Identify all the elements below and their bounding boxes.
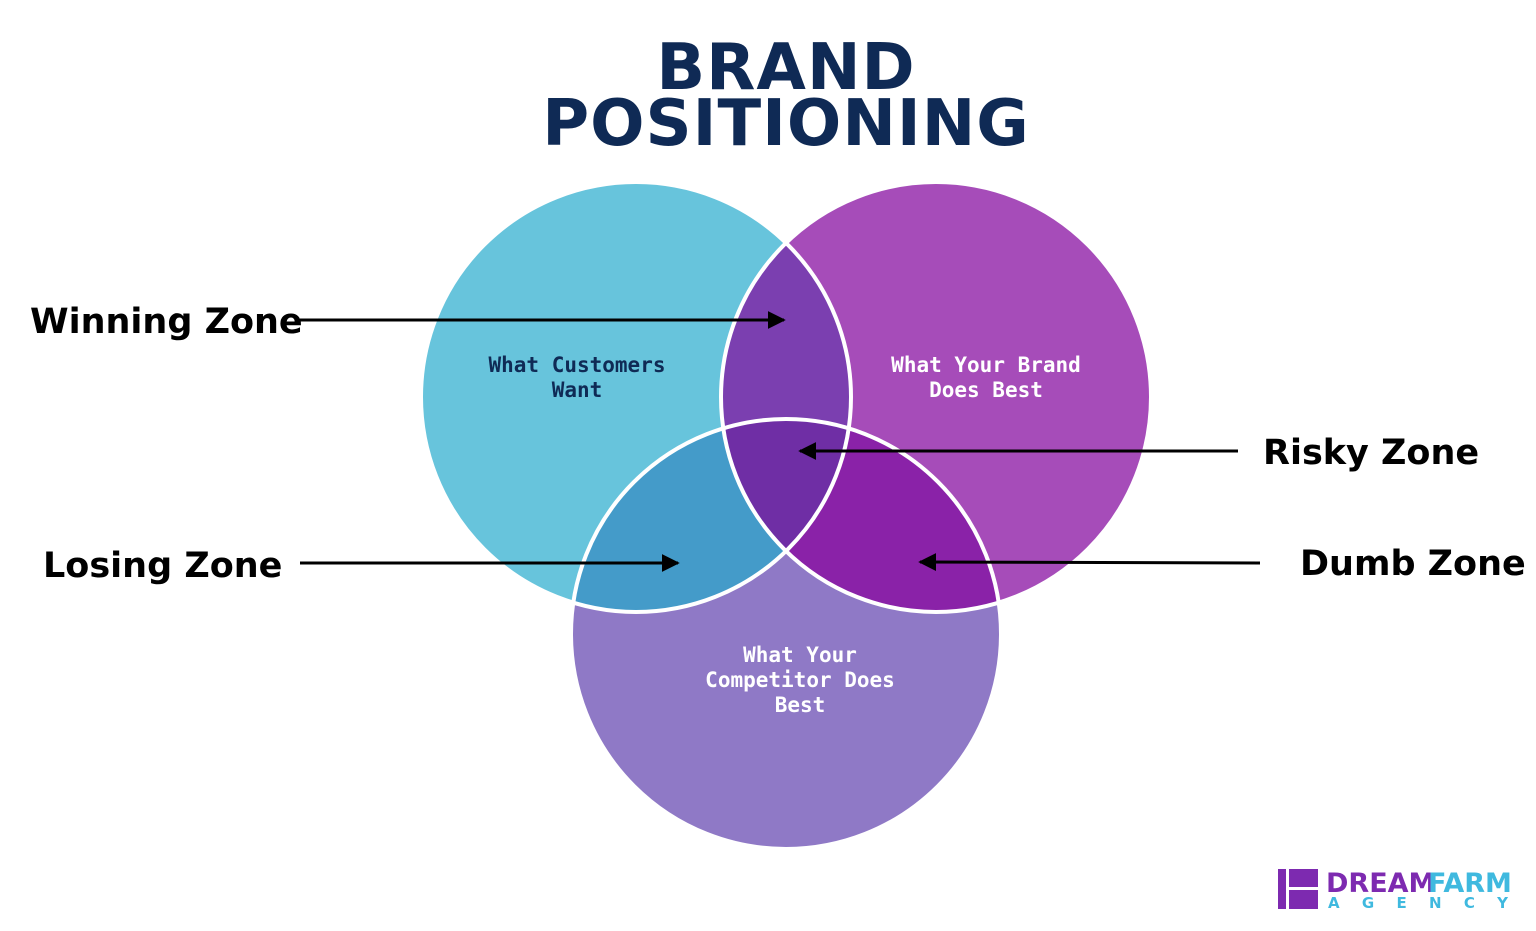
zone-label-winning: Winning Zone: [30, 302, 303, 342]
zone-label-dumb: Dumb Zone: [1300, 544, 1526, 584]
label-brand-line-1: What Your Brand: [891, 353, 1081, 377]
label-competitor-line-3: Best: [775, 693, 826, 717]
logo-text-agency: A G E N C Y: [1328, 894, 1509, 912]
logo-text-farm: FARM: [1428, 868, 1512, 899]
label-customers-line-1: What Customers: [488, 353, 665, 377]
zone-label-risky: Risky Zone: [1263, 433, 1479, 473]
label-customers-line-2: Want: [552, 378, 603, 402]
outline-competitor: [569, 417, 1003, 851]
region-customers-competitor: [571, 419, 851, 612]
label-competitor-line-2: Competitor Does: [705, 668, 895, 692]
label-competitor-line-1: What Your: [743, 643, 857, 667]
logo-mark-icon: [1278, 869, 1318, 909]
arrow-dumb-zone: [918, 553, 1261, 572]
dream-farm-logo: DREAM FARM A G E N C Y: [1278, 868, 1512, 912]
logo-text-dream: DREAM: [1326, 868, 1435, 899]
label-brand-line-2: Does Best: [929, 378, 1043, 402]
zone-label-losing: Losing Zone: [43, 546, 282, 586]
page-title-line-1: BRAND: [656, 31, 915, 105]
region-brand-competitor: [721, 419, 1001, 612]
page-title-line-2: POSITIONING: [542, 87, 1030, 161]
outline-brand: [719, 180, 1153, 614]
outline-customers: [419, 180, 853, 614]
